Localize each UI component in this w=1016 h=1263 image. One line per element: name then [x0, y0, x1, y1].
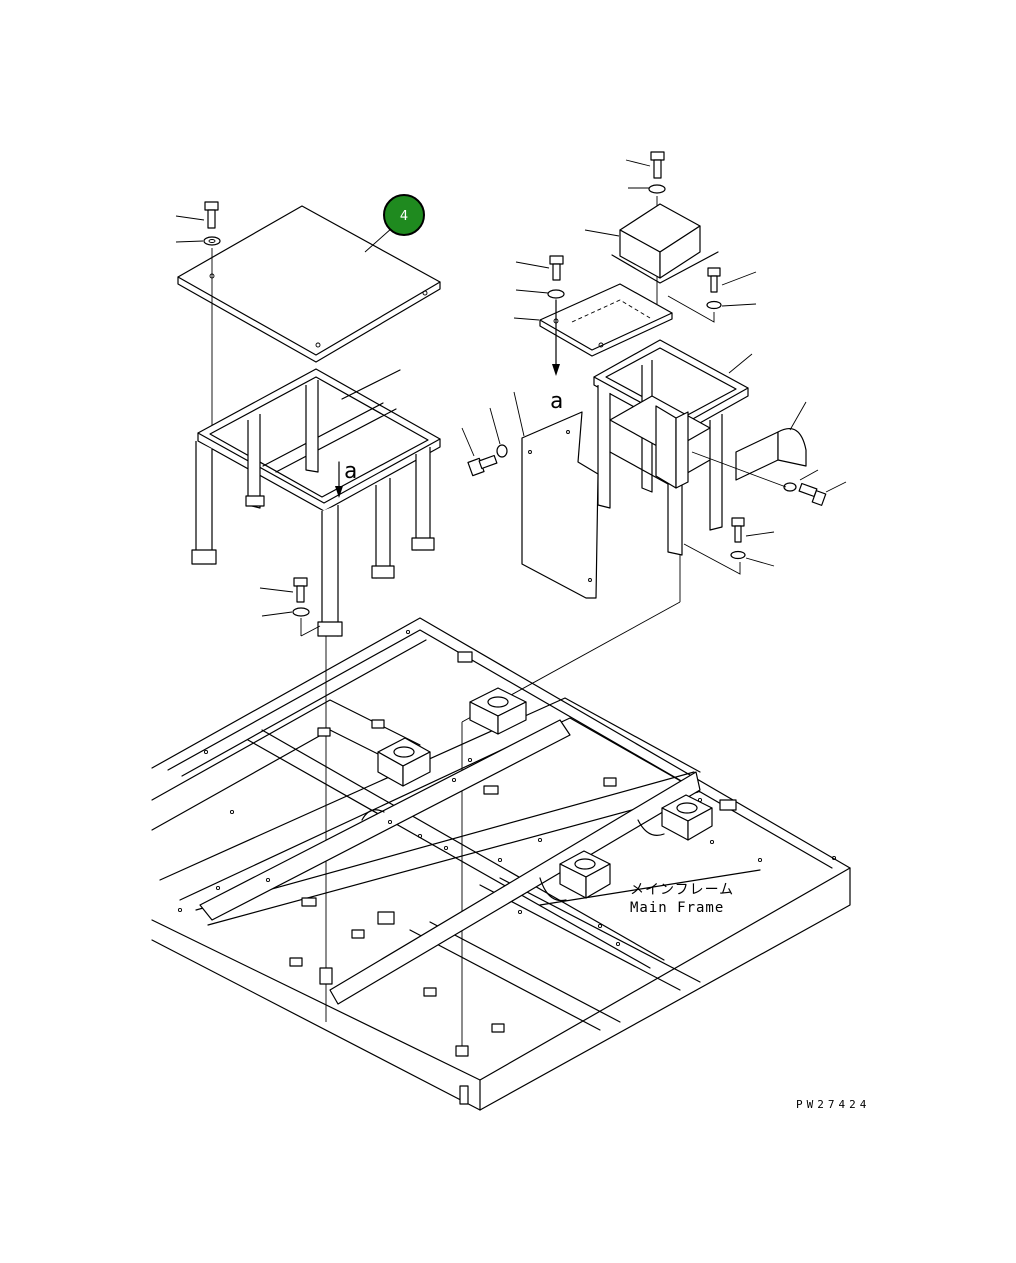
right-bolt-mid	[515, 255, 565, 299]
drawing-code: PW27424	[796, 1098, 870, 1111]
mount-block-1	[377, 737, 431, 787]
view-marker-left: a	[344, 459, 357, 484]
main-frame-label: メインフレーム Main Frame	[630, 882, 734, 916]
mount-block-2	[469, 687, 527, 735]
right-bolt-horizontal	[691, 451, 847, 506]
left-stand-frame	[191, 368, 441, 637]
callout-4[interactable]: 4	[364, 194, 425, 253]
left-cover-plate	[177, 205, 441, 363]
callout-number: 4	[400, 209, 408, 224]
right-bolt-panel	[461, 407, 508, 477]
right-stand-frame	[593, 339, 753, 556]
main-frame	[151, 617, 851, 1111]
main-frame-label-ja: メインフレーム	[630, 882, 734, 898]
view-marker-right: a	[550, 389, 563, 414]
view-arrow-right: a	[550, 299, 563, 414]
right-bolt-side	[667, 267, 757, 323]
mount-block-4	[559, 850, 611, 899]
guide-lines	[325, 555, 681, 1056]
right-side-bracket	[735, 401, 807, 481]
main-frame-label-en: Main Frame	[630, 900, 724, 916]
left-bolt-top	[175, 201, 221, 430]
mount-block-3	[661, 794, 713, 841]
left-bolt-bottom	[259, 577, 321, 637]
right-side-panel	[513, 391, 599, 599]
view-arrow-left: a	[335, 459, 357, 498]
right-bolt-lower	[683, 517, 775, 575]
right-cover-box	[584, 203, 719, 284]
right-plate	[513, 283, 673, 357]
